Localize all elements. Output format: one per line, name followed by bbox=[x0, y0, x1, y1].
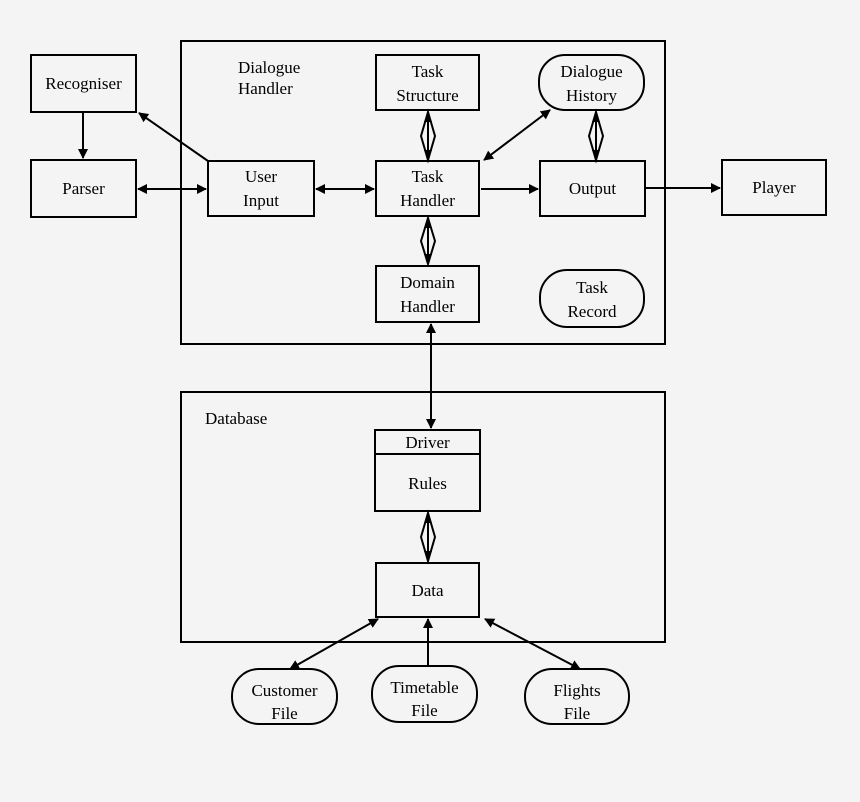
dialogue-history-output-arrowheads bbox=[592, 112, 600, 160]
task-structure-node: Task Structure bbox=[375, 54, 480, 111]
rules-data-arrowheads bbox=[424, 513, 432, 561]
parser-label: Parser bbox=[62, 179, 105, 198]
task-record-label-line2: Record bbox=[567, 302, 617, 321]
domain-handler-node: Domain Handler bbox=[375, 265, 480, 323]
dialogue-handler-title-line2: Handler bbox=[238, 79, 293, 98]
task-handler-node: Task Handler bbox=[375, 160, 480, 217]
user-input-label-line2: Input bbox=[243, 191, 279, 210]
output-label: Output bbox=[569, 179, 617, 198]
task-structure-task-handler-arrowheads bbox=[424, 112, 432, 160]
user-input-node: User Input bbox=[207, 160, 315, 217]
flights-file-node: Flights File bbox=[524, 668, 630, 725]
data-flights-file-arrow bbox=[484, 618, 581, 670]
driver-rules-node: Driver Rules bbox=[374, 429, 481, 512]
task-handler-dialogue-history-arrow bbox=[483, 109, 551, 161]
output-node: Output bbox=[539, 160, 646, 217]
parser-node: Parser bbox=[30, 159, 137, 218]
recogniser-label: Recogniser bbox=[45, 74, 122, 93]
dialogue-history-label-line2: History bbox=[566, 86, 618, 105]
task-handler-domain-handler-arrowheads bbox=[424, 218, 432, 264]
customer-file-label-line1: Customer bbox=[251, 681, 317, 700]
task-record-label-line1: Task bbox=[576, 278, 608, 297]
user-input-label-line1: User bbox=[245, 167, 277, 186]
dialogue-handler-title-line1: Dialogue bbox=[238, 58, 300, 77]
player-node: Player bbox=[721, 159, 827, 216]
domain-handler-label-line2: Handler bbox=[400, 297, 455, 316]
task-handler-label-line2: Handler bbox=[400, 191, 455, 210]
rules-label: Rules bbox=[408, 474, 447, 493]
flights-file-label-line1: Flights bbox=[553, 681, 600, 700]
database-frame bbox=[180, 391, 666, 643]
domain-handler-label-line1: Domain bbox=[400, 273, 455, 292]
player-label: Player bbox=[752, 178, 796, 197]
timetable-file-node: Timetable File bbox=[371, 665, 478, 723]
timetable-file-label-line2: File bbox=[411, 701, 437, 720]
task-record-node: Task Record bbox=[539, 269, 645, 328]
dialogue-history-node: Dialogue History bbox=[538, 54, 645, 111]
data-customer-file-arrow bbox=[289, 618, 379, 670]
database-title: Database bbox=[205, 409, 267, 428]
customer-file-label-line2: File bbox=[271, 704, 297, 723]
recogniser-node: Recogniser bbox=[30, 54, 137, 113]
data-label: Data bbox=[411, 581, 444, 600]
flights-file-label-line2: File bbox=[564, 704, 590, 723]
data-node: Data bbox=[375, 562, 480, 618]
user-input-to-recogniser-arrow bbox=[138, 112, 209, 162]
dialogue-history-label-line1: Dialogue bbox=[560, 62, 622, 81]
driver-label: Driver bbox=[405, 433, 450, 452]
customer-file-node: Customer File bbox=[231, 668, 338, 725]
timetable-file-label-line1: Timetable bbox=[390, 678, 458, 697]
task-structure-label-line1: Task bbox=[412, 62, 444, 81]
task-structure-label-line2: Structure bbox=[396, 86, 458, 105]
task-handler-label-line1: Task bbox=[412, 167, 444, 186]
